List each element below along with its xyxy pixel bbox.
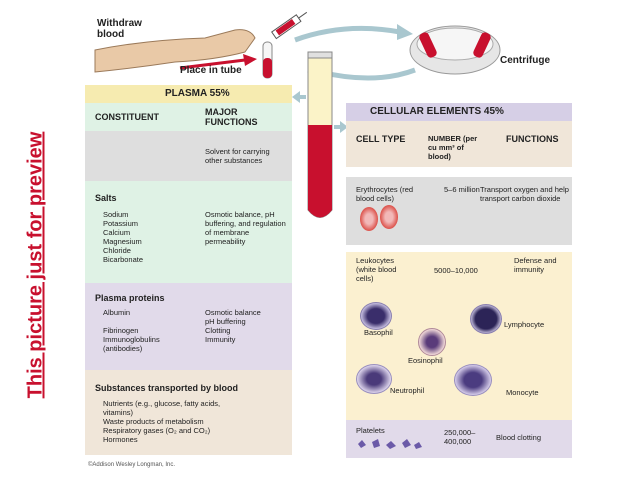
platelets-number: 250,000– 400,000 [444, 428, 476, 446]
red-blood-cell-icon [380, 205, 398, 229]
plasma-title-bar: PLASMA 55% [85, 85, 292, 103]
monocyte-icon [454, 364, 492, 396]
leukocytes-number: 5000–10,000 [434, 266, 478, 275]
leukocytes-name: Leukocytes (white blood cells) [356, 256, 397, 283]
cells-title-bar: CELLULAR ELEMENTS 45% [346, 103, 572, 121]
protein-function: Osmotic balance [205, 308, 261, 317]
platelets-row: Platelets 250,000– 400,000 Blood clottin… [346, 420, 572, 458]
transported-item: Nutrients (e.g., glucose, fatty acids, v… [103, 399, 221, 417]
erythrocytes-function: Transport oxygen and help transport carb… [480, 185, 569, 203]
plasma-header-row: CONSTITUENT MAJOR FUNCTIONS [85, 103, 292, 131]
transported-heading: Substances transported by blood [95, 383, 239, 393]
salt-item: Bicarbonate [103, 255, 144, 264]
protein-function: pH buffering [205, 317, 246, 326]
connector-arrows [292, 91, 348, 133]
erythrocytes-row: Erythrocytes (red blood cells) 5–6 milli… [346, 177, 572, 245]
erythrocytes-number: 5–6 million [444, 185, 480, 194]
monocyte-label: Monocyte [506, 388, 539, 397]
copyright: ©Addison Wesley Longman, Inc. [88, 462, 176, 468]
neutrophil-label: Neutrophil [390, 386, 425, 395]
protein-function: Clotting [205, 326, 231, 335]
salt-item: Calcium [103, 228, 131, 237]
salts-heading: Salts [95, 193, 117, 203]
transported-item: Respiratory gases (O₂ and CO₂) [103, 426, 211, 435]
separated-blood-tube [307, 51, 333, 218]
plasma-transported-row: Substances transported by blood Nutrient… [85, 370, 292, 455]
protein-item: Albumin [103, 308, 131, 317]
cell-type-header: CELL TYPE [356, 134, 406, 144]
platelets-icon [358, 439, 422, 449]
eosinophil-label: Eosinophil [408, 356, 443, 365]
place-in-tube-label: Place in tube [180, 65, 242, 76]
protein-item: Fibrinogen [103, 326, 139, 335]
protein-function: Immunity [205, 335, 236, 344]
plasma-title: PLASMA 55% [165, 88, 230, 99]
eosinophil-icon [418, 328, 446, 356]
major-functions-header: MAJOR FUNCTIONS [205, 107, 258, 127]
arm-shape [94, 29, 256, 73]
plasma-salts-row: Salts Sodium Potassium Calcium Magnesium… [85, 181, 292, 283]
cells-header-row: CELL TYPE NUMBER (per cu mm³ of blood) F… [346, 121, 572, 167]
proteins-heading: Plasma proteins [95, 293, 165, 303]
plasma-proteins-row: Plasma proteins Albumin Fibrinogen Immun… [85, 283, 292, 370]
salts-function: Osmotic balance, pH buffering, and regul… [205, 210, 286, 246]
platelets-function: Blood clotting [496, 433, 542, 442]
water-function: Solvent for carrying other substances [205, 147, 270, 165]
salt-item: Potassium [103, 219, 139, 228]
basophil-label: Basophil [364, 328, 393, 337]
salt-item: Magnesium [103, 237, 142, 246]
protein-item: Immunoglobulins (antibodies) [103, 335, 160, 353]
leukocytes-function: Defense and immunity [514, 256, 557, 274]
neutrophil-icon [356, 364, 392, 394]
number-header: NUMBER (per cu mm³ of blood) [428, 134, 478, 161]
lymphocyte-icon [470, 304, 502, 334]
centrifuge-label: Centrifuge [500, 55, 550, 66]
plasma-water-row: Solvent for carrying other substances [85, 131, 292, 181]
transported-item: Hormones [103, 435, 138, 444]
platelets-name: Platelets [356, 426, 385, 435]
preview-watermark: This picture just for preview [20, 95, 52, 435]
red-blood-cell-icon [360, 207, 378, 231]
salt-item: Chloride [103, 246, 131, 255]
withdraw-label: Withdraw blood [97, 18, 142, 40]
salt-item: Sodium [103, 210, 129, 219]
lymphocyte-label: Lymphocyte [504, 320, 545, 329]
watermark-text: This picture just for preview [24, 131, 47, 399]
basophil-icon [360, 302, 392, 330]
functions-header: FUNCTIONS [506, 134, 559, 144]
transported-item: Waste products of metabolism [103, 417, 204, 426]
erythrocytes-name: Erythrocytes (red blood cells) [356, 185, 414, 203]
constituent-header: CONSTITUENT [95, 112, 159, 122]
cells-title: CELLULAR ELEMENTS 45% [370, 106, 504, 117]
leukocytes-row: Leukocytes (white blood cells) 5000–10,0… [346, 252, 572, 420]
